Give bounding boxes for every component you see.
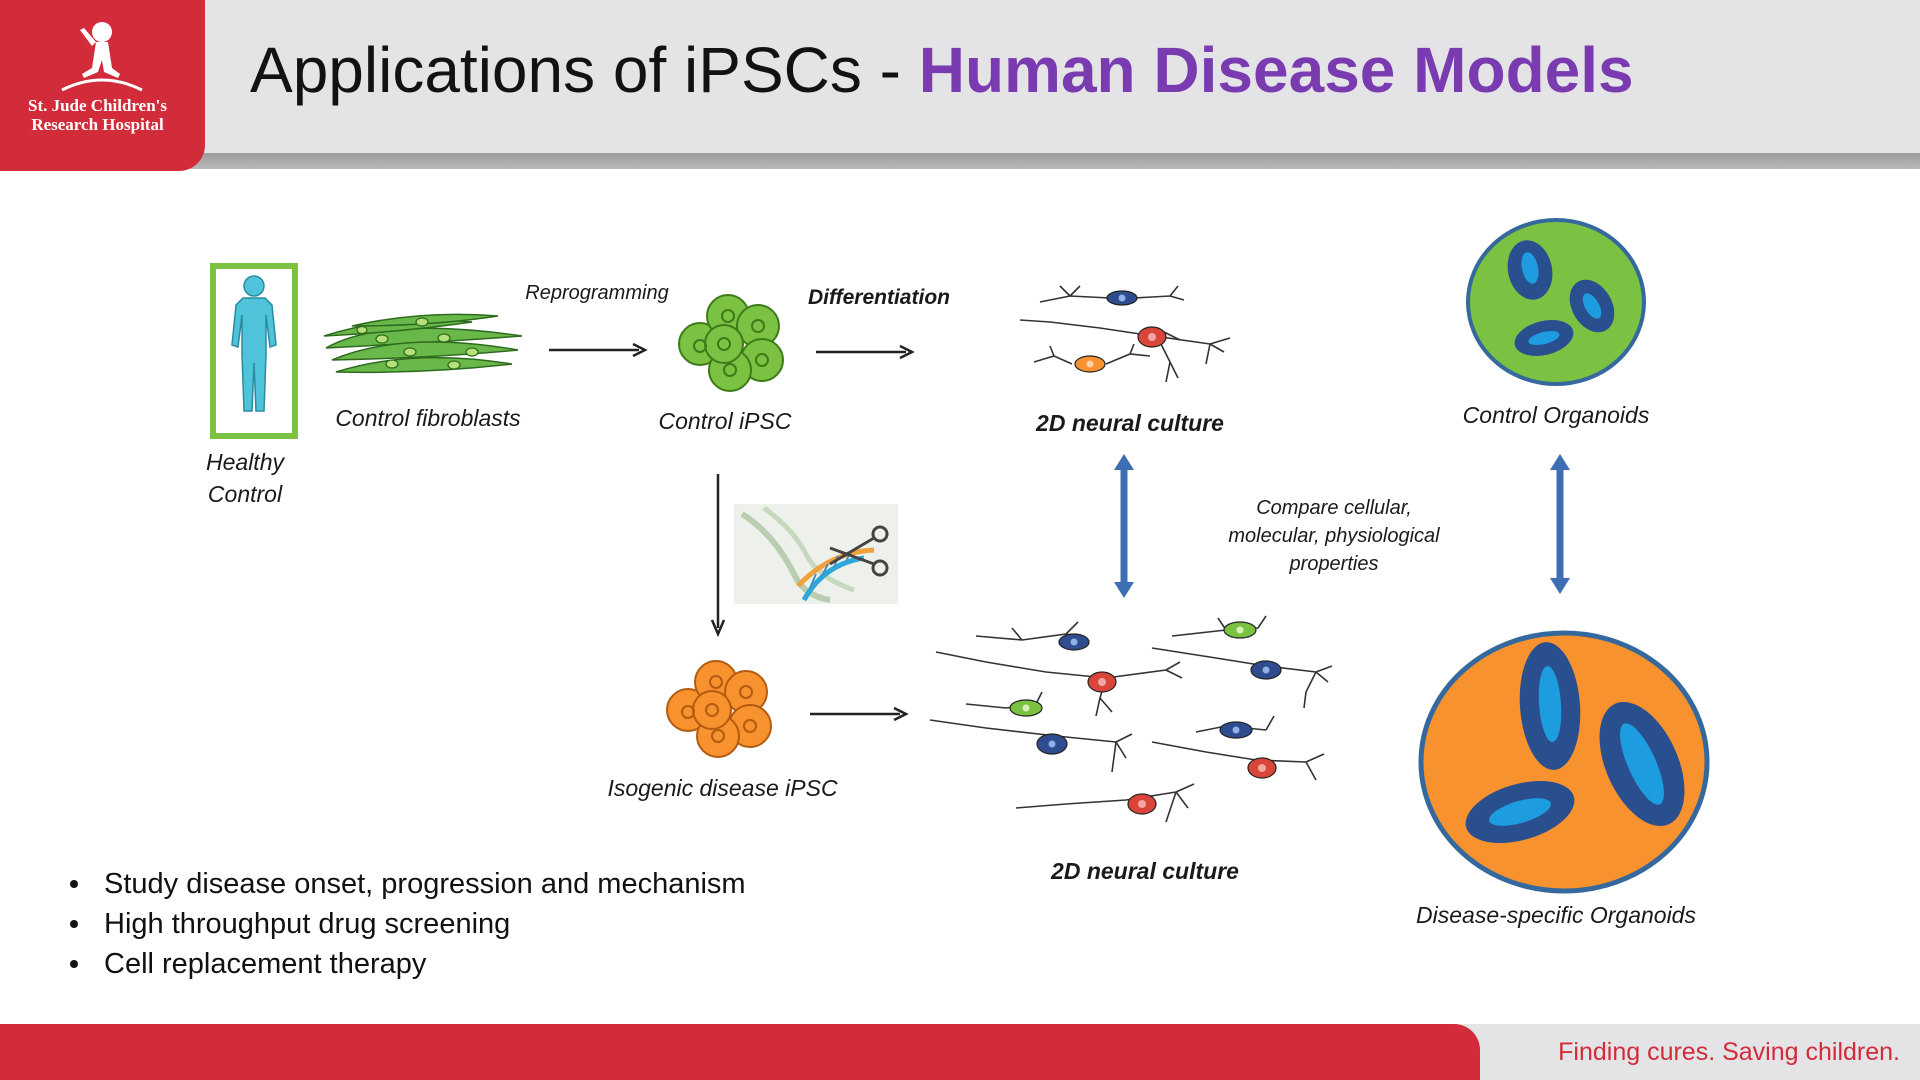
page-title: Applications of iPSCs - Human Disease Mo… — [250, 30, 1634, 110]
control-ipsc-label: Control iPSC — [658, 408, 792, 434]
footer-red-bar — [0, 1024, 1480, 1080]
compare-double-arrow-organoids — [1550, 454, 1570, 594]
neural-culture-bottom-image — [929, 615, 1333, 823]
isogenic-differentiation-arrow — [810, 706, 909, 722]
healthy-person-icon — [210, 263, 298, 439]
applications-bullet-list: Study disease onset, progression and mec… — [68, 864, 746, 984]
control-organoids-label: Control Organoids — [1462, 402, 1650, 428]
differentiation-label: Differentiation — [808, 286, 950, 309]
neural-culture-bottom-label: 2D neural culture — [1051, 858, 1239, 884]
crispr-dna-scissors-image — [734, 504, 898, 604]
title-prefix: Applications of iPSCs - — [250, 34, 919, 106]
logo-wordmark: St. Jude Children's Research Hospital — [0, 96, 195, 134]
gene-editing-arrow — [710, 474, 726, 638]
reprogramming-label: Reprogramming — [525, 282, 669, 304]
disease-organoid-icon — [1418, 630, 1710, 894]
header-bar — [0, 0, 1920, 153]
logo-line-2: Research Hospital — [31, 115, 164, 134]
compare-line-1: Compare cellular, — [1256, 497, 1412, 519]
bullet-item: High throughput drug screening — [68, 904, 746, 944]
control-ipsc-cluster-icon — [678, 294, 784, 392]
healthy-label-line-1: Healthy — [206, 449, 284, 475]
neural-culture-top-image — [1019, 285, 1231, 383]
bullet-item: Cell replacement therapy — [68, 944, 746, 984]
compare-line-3: properties — [1289, 553, 1379, 575]
isogenic-ipsc-cluster-icon — [666, 660, 772, 758]
isogenic-ipsc-label: Isogenic disease iPSC — [607, 775, 838, 801]
footer-tagline: Finding cures. Saving children. — [1558, 1038, 1900, 1066]
title-highlight: Human Disease Models — [918, 34, 1634, 106]
disease-organoids-label: Disease-specific Organoids — [1416, 902, 1696, 928]
control-organoid-icon — [1466, 218, 1646, 386]
st-jude-logo: St. Jude Children's Research Hospital — [0, 0, 205, 171]
header-divider — [0, 153, 1920, 169]
reprogramming-arrow — [549, 342, 648, 358]
footer-grey-panel — [1440, 1024, 1920, 1080]
logo-line-1: St. Jude Children's — [27, 96, 168, 115]
healthy-control-label: Healthy Control — [190, 446, 300, 510]
differentiation-arrow — [816, 344, 915, 360]
healthy-label-line-2: Control — [207, 481, 283, 507]
fibroblasts-icon — [323, 313, 523, 374]
compare-double-arrow-neural — [1114, 454, 1134, 598]
compare-line-2: molecular, physiological — [1228, 525, 1440, 547]
compare-properties-label: Compare cellular, molecular, physiologic… — [1200, 494, 1468, 578]
child-statue-icon — [61, 22, 143, 92]
neural-culture-top-label: 2D neural culture — [1036, 410, 1224, 436]
control-fibroblasts-label: Control fibroblasts — [335, 405, 521, 431]
bullet-item: Study disease onset, progression and mec… — [68, 864, 746, 904]
